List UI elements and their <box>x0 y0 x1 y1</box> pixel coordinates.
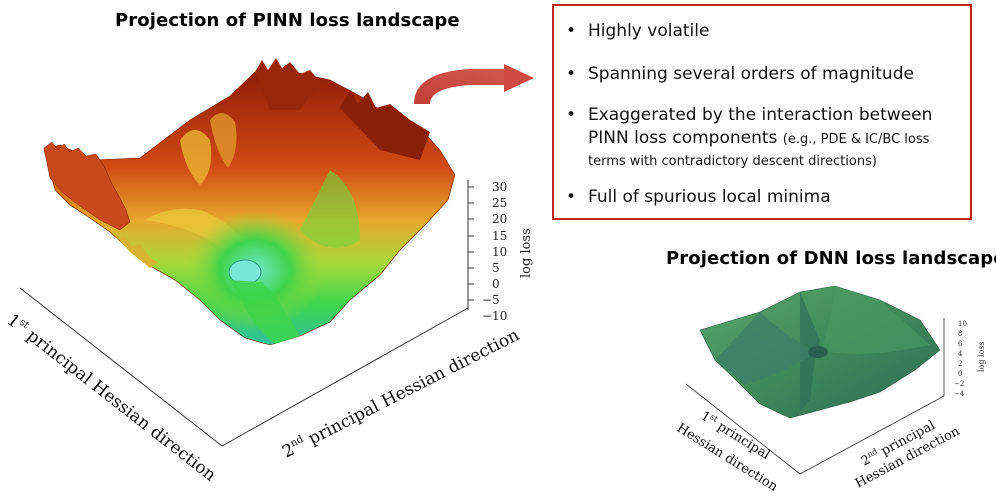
z-tick-label: 10 <box>958 320 967 328</box>
z-tick-label: −4 <box>954 390 965 398</box>
dnn-axes <box>685 318 945 475</box>
pointer-arrow-icon <box>414 64 534 105</box>
summary-box: • Highly volatile • Spanning several ord… <box>552 4 972 220</box>
z-tick-label: 5 <box>492 261 500 275</box>
dnn-plot-title: Projection of DNN loss landscape <box>666 248 996 269</box>
dnn-axis1-label: 1st principal Hessian direction <box>674 409 781 496</box>
z-tick-label: 6 <box>958 340 963 348</box>
bullet-text: Exaggerated by the interaction between <box>588 105 933 125</box>
z-tick-label: −10 <box>482 309 507 323</box>
z-tick-label: 8 <box>958 330 962 338</box>
bullet-text-note: terms with contradictory descent directi… <box>588 154 877 169</box>
z-tick-label: 25 <box>492 196 507 210</box>
z-tick-label: 20 <box>492 212 507 226</box>
bullet-text-line2: PINN loss components (e.g., PDE & IC/BC … <box>588 128 929 150</box>
z-tick-label: −5 <box>482 293 500 307</box>
z-tick-label: 15 <box>492 229 507 243</box>
dnn-zaxis-ticks: 10 8 6 4 2 0 −2 −4 <box>954 320 967 398</box>
z-tick-label: 2 <box>958 360 962 368</box>
pinn-plot-title: Projection of PINN loss landscape <box>115 10 460 31</box>
bullet-text: Spanning several orders of magnitude <box>588 64 914 84</box>
bullet-text: Full of spurious local minima <box>588 187 831 207</box>
pinn-surface <box>43 58 456 346</box>
bullet-dot: • <box>566 64 577 84</box>
z-tick-label: −2 <box>954 380 964 388</box>
bullet-text: Highly volatile <box>588 21 710 41</box>
pinn-zaxis-ticks: 30 25 20 15 10 5 0 −5 −10 <box>468 180 507 323</box>
pinn-axis1-label: 1st principal Hessian direction <box>3 310 220 485</box>
z-tick-label: 30 <box>492 180 507 194</box>
bullet-text-main: PINN loss components <box>588 128 783 148</box>
dnn-axis2-label: 2nd principal Hessian direction <box>853 418 963 491</box>
pinn-axes <box>19 180 469 447</box>
dnn-zaxis-label: log loss <box>977 341 986 372</box>
z-tick-label: 10 <box>492 245 507 259</box>
z-tick-label: 0 <box>492 277 500 291</box>
bullet-text-note: (e.g., PDE & IC/BC loss <box>782 132 930 147</box>
pinn-zaxis-label: log loss <box>519 228 534 278</box>
z-tick-label: 4 <box>958 350 963 358</box>
bullet-dot: • <box>566 105 577 125</box>
z-tick-label: 0 <box>958 370 962 378</box>
bullet-dot: • <box>566 21 577 41</box>
bullet-dot: • <box>566 187 577 207</box>
dnn-surface <box>699 285 941 419</box>
